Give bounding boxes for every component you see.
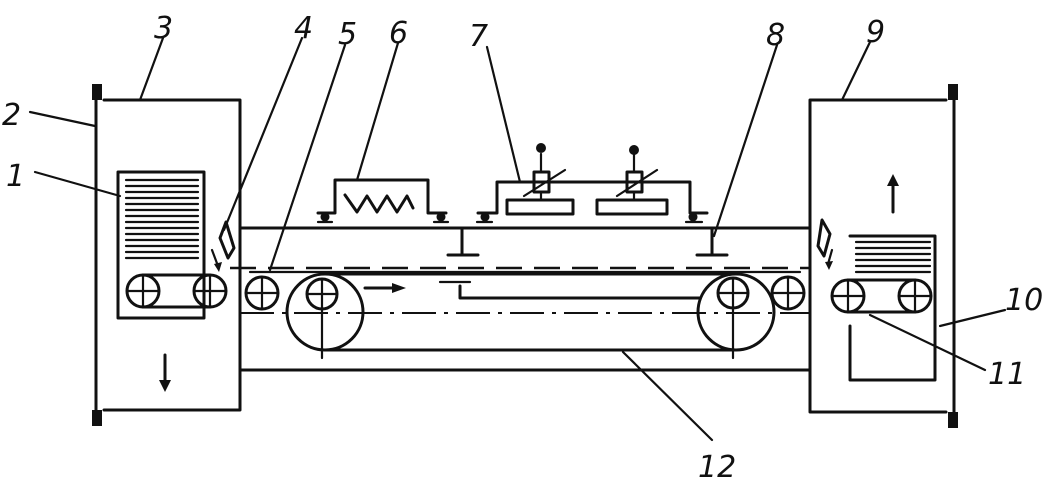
right-stack xyxy=(848,234,937,382)
support-post-right xyxy=(695,226,729,257)
label-8: 8 xyxy=(766,18,785,53)
right-chamber xyxy=(808,84,958,428)
leader-lines xyxy=(28,36,1007,442)
label-4: 4 xyxy=(294,11,313,46)
left-gate xyxy=(210,220,236,272)
label-2: 2 xyxy=(2,98,21,133)
adjuster-left xyxy=(522,143,567,202)
label-6: 6 xyxy=(389,16,408,51)
left-stack xyxy=(116,170,206,320)
label-3: 3 xyxy=(154,11,173,46)
idler-rollers xyxy=(244,270,806,311)
central-frame xyxy=(230,226,812,372)
label-7: 7 xyxy=(469,19,488,54)
right-gate xyxy=(816,218,834,270)
left-feed-conveyor xyxy=(125,273,228,309)
up-arrow-icon xyxy=(887,174,899,214)
label-9: 9 xyxy=(866,15,885,50)
label-11: 11 xyxy=(988,357,1026,392)
support-post-left xyxy=(446,226,480,257)
label-10: 10 xyxy=(1005,283,1043,318)
label-12: 12 xyxy=(698,450,736,485)
down-arrow-icon xyxy=(159,353,171,392)
label-1: 1 xyxy=(6,159,25,194)
left-chamber xyxy=(92,84,242,426)
cutting-head-housing xyxy=(475,180,709,224)
heater-housing xyxy=(316,178,450,224)
adjuster-right xyxy=(615,145,659,202)
main-conveyor xyxy=(285,272,776,360)
right-discharge-conveyor xyxy=(830,278,933,314)
feed-direction-arrow-icon xyxy=(363,283,406,293)
label-5: 5 xyxy=(338,17,357,52)
